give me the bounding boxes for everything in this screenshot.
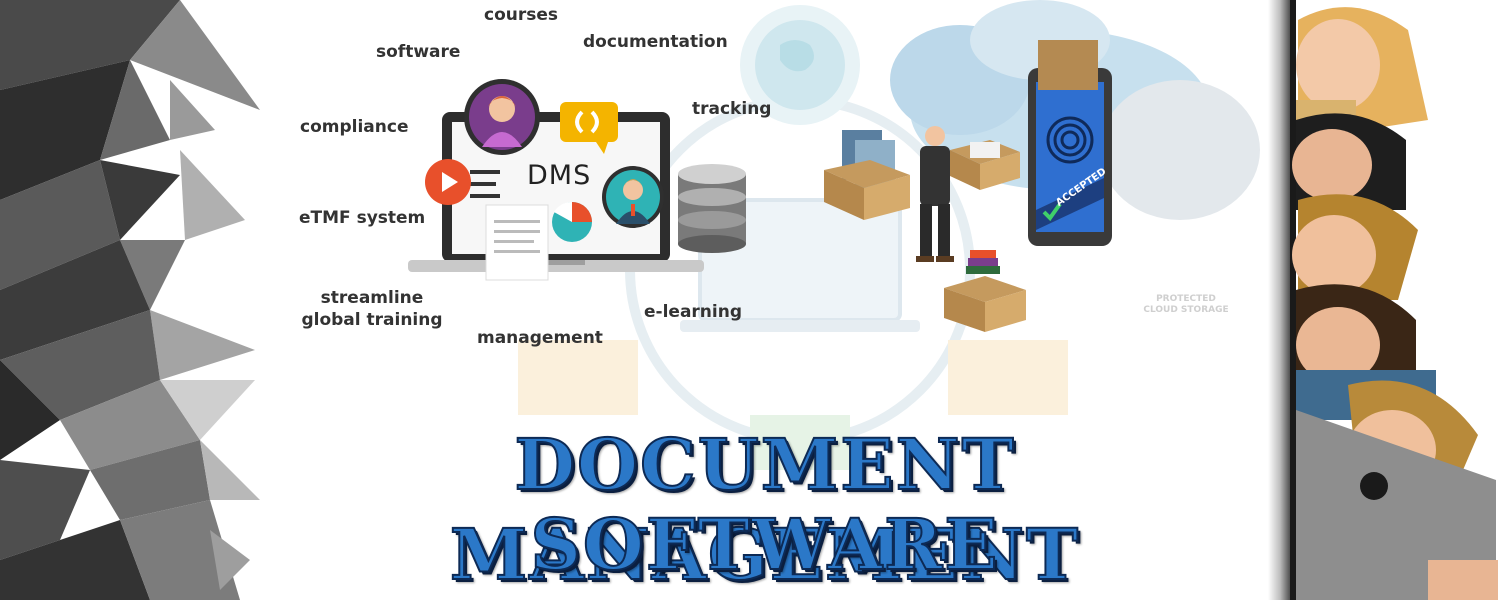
businessman-figure — [824, 126, 1026, 332]
cloud-label-line2: CLOUD STORAGE — [1143, 305, 1229, 315]
keyword-documentation: documentation — [583, 32, 728, 52]
keyword-streamline: streamline — [320, 288, 424, 308]
keyword-e-learning: e-learning — [644, 302, 742, 322]
cloud-storage-label: PROTECTED CLOUD STORAGE — [1136, 294, 1236, 316]
people-photo — [1268, 0, 1500, 600]
play-icon — [425, 159, 471, 205]
globe-icon — [740, 5, 860, 125]
avatar-woman-icon — [464, 79, 540, 155]
keyword-streamline-global-training: streamline global training — [300, 287, 444, 331]
keyword-compliance: compliance — [300, 117, 409, 137]
keyword-courses: courses — [484, 5, 559, 25]
dms-label: DMS — [527, 160, 592, 191]
polygon-art — [0, 0, 260, 600]
keyword-etmf-system: eTMF system — [299, 208, 426, 228]
pie-chart-icon — [552, 201, 592, 242]
avatar-man-icon — [602, 166, 664, 228]
cloud-label-line1: PROTECTED — [1156, 294, 1216, 304]
keyword-management: management — [477, 328, 603, 348]
keyword-software: software — [376, 42, 461, 62]
keyword-global-training: global training — [301, 310, 443, 330]
title-line-1: Document Management — [449, 422, 1081, 597]
chat-icon — [560, 102, 618, 154]
database-icon — [678, 164, 746, 253]
box-icon — [824, 130, 910, 220]
title-line-2: Software — [529, 503, 1000, 586]
keyword-tracking: tracking — [692, 99, 772, 119]
phone-fingerprint-icon — [1028, 40, 1112, 246]
